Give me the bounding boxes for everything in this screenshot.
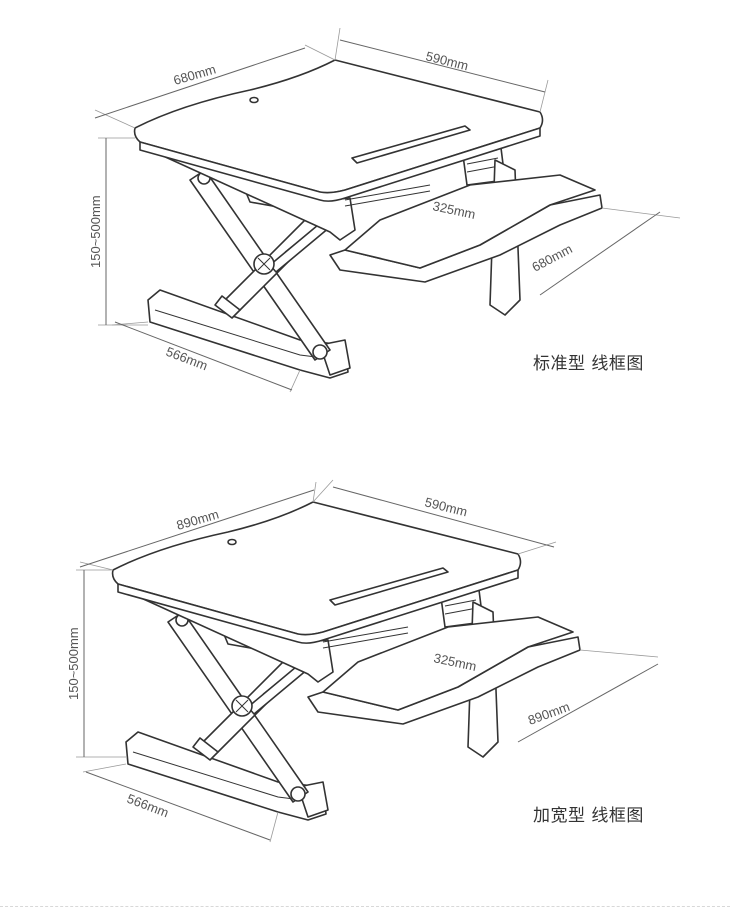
dim-height: 150~500mm (66, 627, 81, 700)
dim-top-width: 590mm (424, 48, 470, 73)
diagram-wide: 890mm 590mm 150~500mm 325mm 890mm 566mm (66, 479, 659, 843)
dim-top-width: 590mm (423, 494, 469, 519)
dim-top-depth: 680mm (172, 62, 218, 88)
caption-standard: 标准型 线框图 (533, 354, 644, 374)
footer-divider (0, 906, 730, 907)
dim-top-depth: 890mm (175, 507, 221, 533)
desk-drawing-standard (133, 59, 603, 379)
dim-tray-width: 680mm (529, 241, 574, 275)
diagram-standard: 680mm 590mm 150~500mm 325mm 680mm 566mm (88, 27, 681, 393)
desk-drawing-wide (111, 501, 581, 821)
dim-height: 150~500mm (88, 195, 103, 268)
dim-tray-width: 890mm (526, 699, 572, 728)
dim-base: 566mm (164, 344, 210, 374)
caption-wide: 加宽型 线框图 (533, 806, 644, 826)
